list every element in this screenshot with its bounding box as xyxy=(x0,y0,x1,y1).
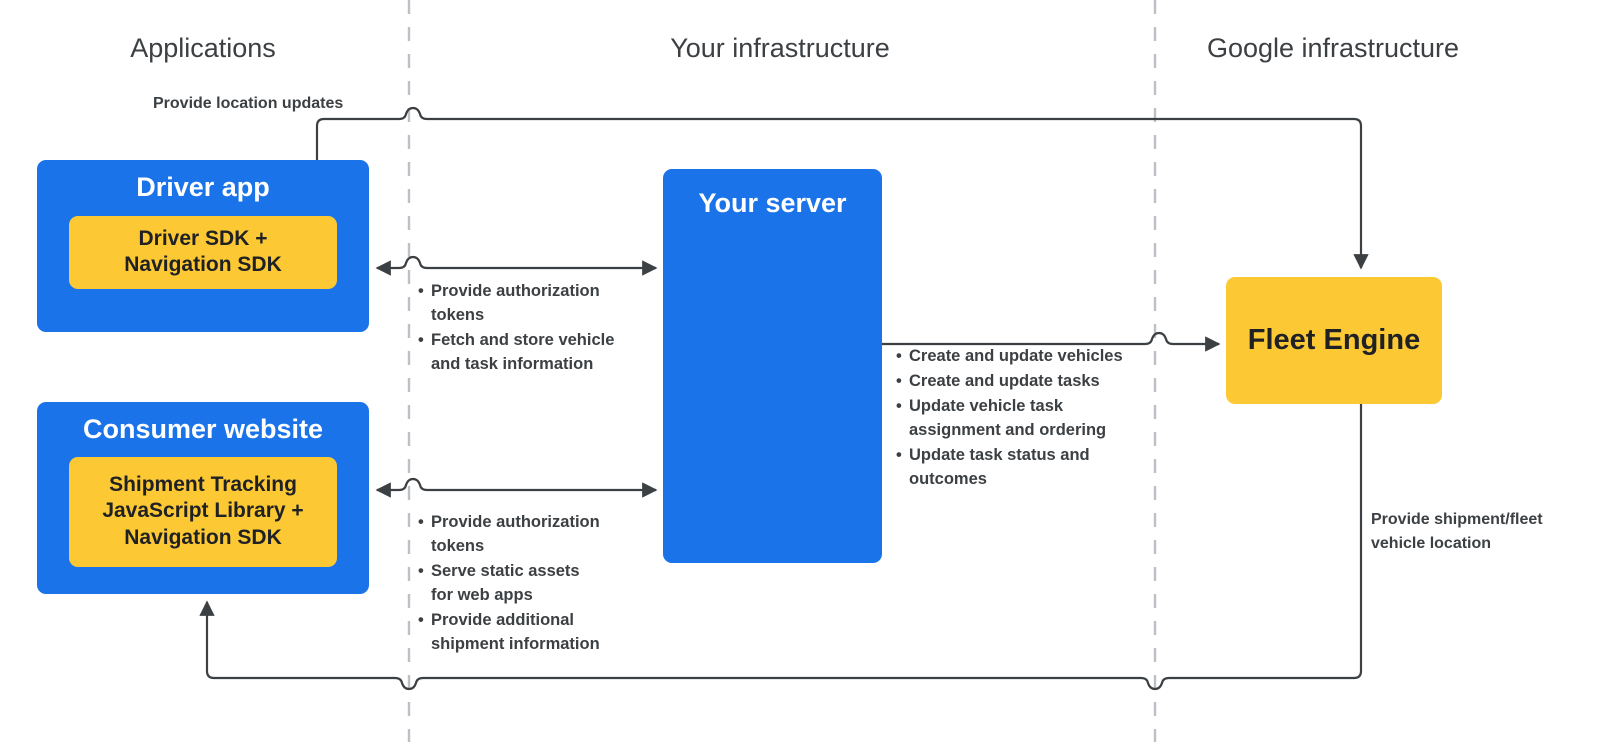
driver-app-sdk-box[interactable]: Driver SDK + Navigation SDK xyxy=(69,215,337,289)
edge-label-provide-location-updates: Provide location updates xyxy=(153,95,344,112)
wire-consumer-server xyxy=(375,477,658,498)
node-fleet-engine[interactable]: Fleet Engine xyxy=(1226,277,1442,404)
edge-bullets-server-fleet-engine: Create and update vehicles Create and up… xyxy=(896,344,1161,492)
wire-server-fleet-engine xyxy=(882,331,1221,352)
list-item: Provide authorization tokens xyxy=(418,279,658,327)
edge-bullets-consumer-server: Provide authorization tokens Serve stati… xyxy=(418,510,658,657)
list-item: Serve static assets for web apps xyxy=(418,559,658,607)
list-item: Provide additional shipment information xyxy=(418,608,658,656)
driver-sdk-line-1: Driver SDK + xyxy=(138,226,268,250)
node-your-server[interactable]: Your server xyxy=(663,169,882,563)
consumer-website-title: Consumer website xyxy=(82,414,324,444)
list-item: Update vehicle task assignment and order… xyxy=(896,394,1161,442)
list-item: Provide authorization tokens xyxy=(418,510,658,558)
consumer-website-sdk-box[interactable]: Shipment Tracking JavaScript Library + N… xyxy=(69,456,337,567)
list-item: Create and update tasks xyxy=(896,369,1161,393)
list-item: Fetch and store vehicle and task informa… xyxy=(418,328,658,376)
consumer-sdk-line-3: Navigation SDK xyxy=(124,525,282,549)
node-consumer-website[interactable]: Consumer website Shipment Tracking JavaS… xyxy=(37,402,369,594)
driver-sdk-line-2: Navigation SDK xyxy=(124,253,282,277)
column-heading-google-infrastructure: Google infrastructure xyxy=(1206,33,1460,63)
fleet-engine-title: Fleet Engine xyxy=(1247,324,1421,356)
wire-driver-server xyxy=(375,255,658,276)
consumer-sdk-line-1: Shipment Tracking xyxy=(109,473,297,496)
column-heading-your-infrastructure: Your infrastructure xyxy=(670,33,890,63)
node-driver-app[interactable]: Driver app Driver SDK + Navigation SDK xyxy=(37,160,369,332)
list-item: Create and update vehicles xyxy=(896,344,1161,368)
shipment-location-line-1: Provide shipment/fleet xyxy=(1371,511,1543,528)
shipment-location-line-2: vehicle location xyxy=(1371,535,1492,552)
your-server-title: Your server xyxy=(698,188,847,218)
edge-label-provide-shipment-fleet-vehicle-location: Provide shipment/fleet vehicle location xyxy=(1371,508,1543,556)
driver-app-title: Driver app xyxy=(136,172,270,202)
edge-bullets-driver-server: Provide authorization tokens Fetch and s… xyxy=(418,279,658,377)
column-heading-applications: Applications xyxy=(130,33,276,63)
consumer-sdk-line-2: JavaScript Library + xyxy=(102,499,304,523)
list-item: Update task status and outcomes xyxy=(896,443,1161,491)
